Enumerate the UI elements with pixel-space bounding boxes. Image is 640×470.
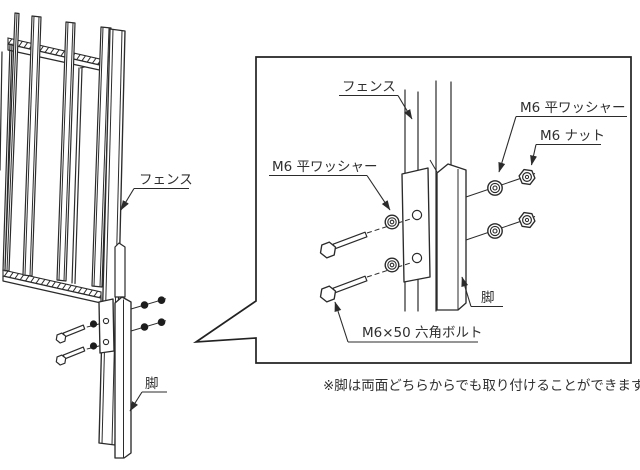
detail-labels: フェンス M6 平ワッシャー M6 ナット M6 平ワッシャー 脚 M6×50 …: [269, 79, 627, 343]
detail-callout: フェンス M6 平ワッシャー M6 ナット M6 平ワッシャー 脚 M6×50 …: [192, 56, 632, 364]
detail-leg: [429, 159, 467, 311]
fasteners-left-view: [55, 296, 167, 366]
washer: [89, 320, 98, 328]
bolt-label: M6×50 六角ボルト: [362, 325, 483, 341]
nut: [157, 296, 166, 305]
detail-washer: [487, 223, 503, 239]
hex-bolt: [55, 346, 86, 366]
leg-label: 脚: [481, 290, 495, 306]
washer: [89, 342, 98, 350]
nut-label: M6 ナット: [540, 128, 605, 144]
leg-piece: [114, 242, 132, 459]
nut: [157, 318, 166, 327]
fence-bars: [4, 12, 112, 288]
plate-hole: [102, 338, 110, 346]
left-view-labels: フェンス 脚: [120, 172, 193, 412]
fence-bottom-rail: [2, 269, 102, 304]
footnote: ※脚は両面どちらからでも取り付けることができます。: [323, 378, 640, 394]
washer-label-left: M6 平ワッシャー: [272, 159, 378, 175]
detail-hex-nut: [518, 168, 536, 186]
detail-hex-bolt: [319, 275, 368, 303]
fence-assembly-view: フェンス 脚: [0, 12, 193, 459]
leg-label: 脚: [145, 376, 159, 392]
mounting-plate: [98, 298, 115, 354]
detail-hex-nut: [518, 211, 536, 229]
washer: [140, 301, 149, 309]
detail-washer: [384, 257, 400, 273]
fence-top-rail: [7, 37, 105, 72]
washer-label-right: M6 平ワッシャー: [520, 100, 626, 116]
hex-bolt: [55, 324, 86, 344]
washer: [140, 323, 149, 331]
detail-hex-bolt: [319, 231, 368, 259]
detail-mounting-plate: [401, 167, 431, 283]
fence-label: フェンス: [342, 79, 396, 95]
detail-washer: [384, 214, 400, 230]
plate-hole: [411, 252, 423, 264]
detail-washer: [487, 180, 503, 196]
plate-hole: [102, 317, 110, 325]
plate-hole: [411, 209, 423, 221]
fence-label: フェンス: [139, 172, 193, 188]
